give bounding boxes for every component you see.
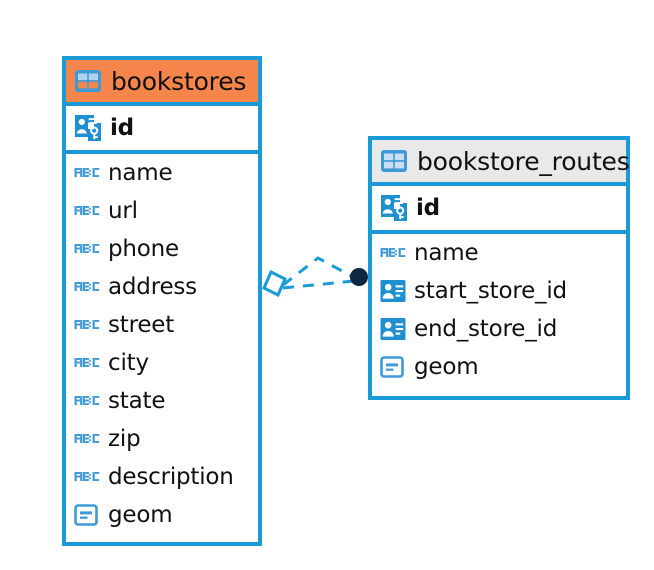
field-row-geom[interactable]: geom bbox=[372, 348, 626, 386]
field-label: zip bbox=[108, 426, 141, 452]
abc-text-icon bbox=[74, 350, 100, 376]
field-row-description[interactable]: description bbox=[66, 458, 258, 496]
field-label: url bbox=[108, 198, 138, 224]
field-label: name bbox=[414, 240, 479, 266]
abc-text-icon bbox=[380, 240, 406, 266]
entity-title: bookstore_routes bbox=[417, 146, 630, 176]
geometry-icon bbox=[74, 503, 100, 527]
table-icon bbox=[74, 68, 102, 94]
abc-text-icon bbox=[74, 388, 100, 414]
field-row-url[interactable]: url bbox=[66, 192, 258, 230]
primary-key-icon bbox=[380, 194, 408, 222]
foreign-key-icon bbox=[380, 279, 406, 303]
field-row-geom[interactable]: geom bbox=[66, 496, 258, 534]
field-row-state[interactable]: state bbox=[66, 382, 258, 420]
field-label: state bbox=[108, 388, 166, 414]
primary-key-section: id bbox=[66, 106, 258, 154]
field-row-zip[interactable]: zip bbox=[66, 420, 258, 458]
entity-header-bookstores[interactable]: bookstores bbox=[66, 60, 258, 106]
field-label: end_store_id bbox=[414, 316, 558, 342]
relationship-line-lower bbox=[282, 279, 355, 290]
primary-key-section: id bbox=[372, 186, 626, 234]
field-label: street bbox=[108, 312, 175, 338]
field-label: id bbox=[416, 195, 440, 221]
abc-text-icon bbox=[74, 426, 100, 452]
table-icon bbox=[380, 148, 408, 174]
field-label: name bbox=[108, 160, 173, 186]
geometry-icon bbox=[380, 355, 406, 379]
abc-text-icon bbox=[74, 464, 100, 490]
field-label: city bbox=[108, 350, 149, 376]
filled-circle-marker bbox=[350, 268, 368, 286]
abc-text-icon bbox=[74, 198, 100, 224]
abc-text-icon bbox=[74, 236, 100, 262]
field-label: geom bbox=[414, 354, 479, 380]
field-row-phone[interactable]: phone bbox=[66, 230, 258, 268]
field-label: description bbox=[108, 464, 234, 490]
fields-section: name start_store_id bbox=[372, 234, 626, 386]
field-label: id bbox=[110, 115, 134, 141]
field-label: phone bbox=[108, 236, 179, 262]
field-row-start-store-id[interactable]: start_store_id bbox=[372, 272, 626, 310]
abc-text-icon bbox=[74, 312, 100, 338]
field-label: address bbox=[108, 274, 197, 300]
abc-text-icon bbox=[74, 274, 100, 300]
entity-header-bookstore-routes[interactable]: bookstore_routes bbox=[372, 140, 630, 186]
field-row-name[interactable]: name bbox=[66, 154, 258, 192]
field-row-id[interactable]: id bbox=[66, 106, 258, 150]
fields-section: name ur bbox=[66, 154, 258, 534]
entity-title: bookstores bbox=[111, 66, 247, 96]
relationship-line-upper bbox=[282, 256, 356, 287]
abc-text-icon bbox=[74, 160, 100, 186]
foreign-key-icon bbox=[380, 317, 406, 341]
primary-key-icon bbox=[74, 114, 102, 142]
field-row-id[interactable]: id bbox=[372, 186, 626, 230]
field-row-name[interactable]: name bbox=[372, 234, 626, 272]
field-label: geom bbox=[108, 502, 173, 528]
field-label: start_store_id bbox=[414, 278, 567, 304]
diamond-outline-marker bbox=[262, 269, 287, 298]
field-row-street[interactable]: street bbox=[66, 306, 258, 344]
entity-table-bookstores[interactable]: bookstores id bbox=[62, 56, 262, 546]
field-row-city[interactable]: city bbox=[66, 344, 258, 382]
field-row-end-store-id[interactable]: end_store_id bbox=[372, 310, 626, 348]
field-row-address[interactable]: address bbox=[66, 268, 258, 306]
entity-table-bookstore-routes[interactable]: bookstore_routes bbox=[368, 136, 630, 400]
